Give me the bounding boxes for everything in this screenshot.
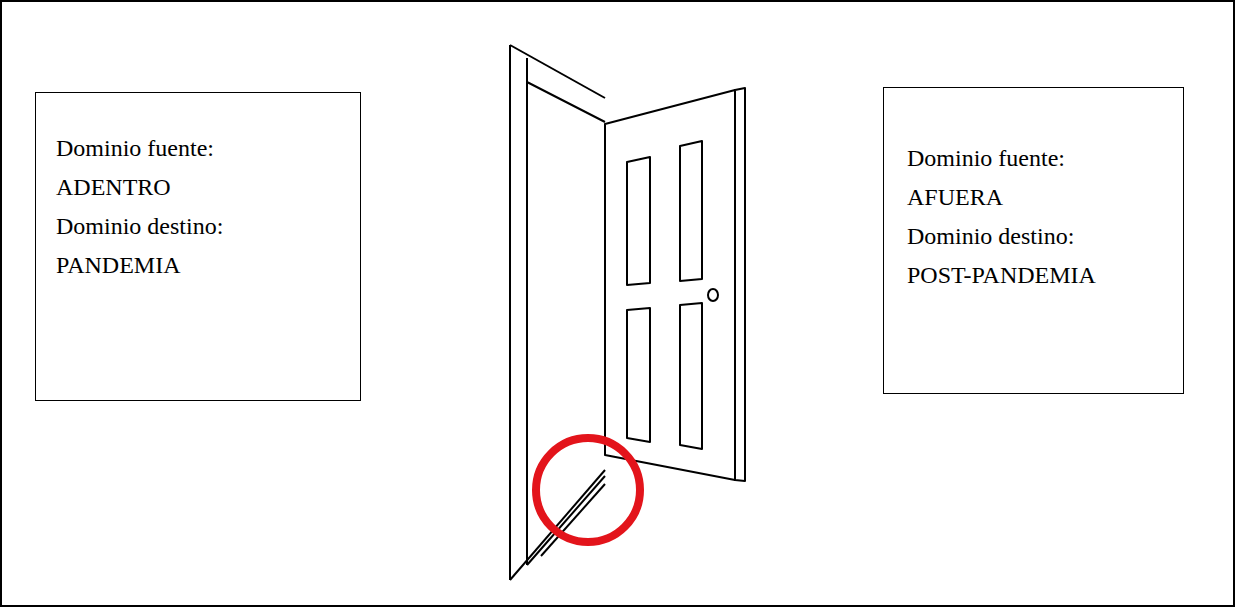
highlight-circle xyxy=(536,438,640,542)
door-inset xyxy=(627,157,650,285)
box-text: ADENTRO xyxy=(56,168,360,207)
door-frame xyxy=(510,45,605,580)
text-box: Dominio fuente:AFUERADominio destino:POS… xyxy=(883,87,1184,394)
box-text: Dominio fuente: xyxy=(56,129,360,168)
frame-top-inner xyxy=(527,58,605,122)
door-leaf xyxy=(605,88,745,481)
box-text: AFUERA xyxy=(907,178,1183,217)
box-text: Dominio destino: xyxy=(907,217,1183,256)
door-inset xyxy=(680,141,702,281)
frame-post xyxy=(509,45,511,580)
door-knob xyxy=(708,289,718,301)
box-text: Dominio fuente: xyxy=(907,139,1183,178)
door-edge xyxy=(735,88,745,481)
box-text: POST-PANDEMIA xyxy=(907,256,1183,295)
frame-bottom xyxy=(510,470,605,580)
door-inset xyxy=(627,308,650,442)
door-inset xyxy=(680,303,702,449)
text-box: Dominio fuente:ADENTRODominio destino:PA… xyxy=(35,92,361,401)
box-text: Dominio destino: xyxy=(56,207,360,246)
frame-top xyxy=(510,45,605,98)
frame-post-inner xyxy=(526,58,528,565)
box-text: PANDEMIA xyxy=(56,246,360,285)
door-panel xyxy=(605,90,735,480)
